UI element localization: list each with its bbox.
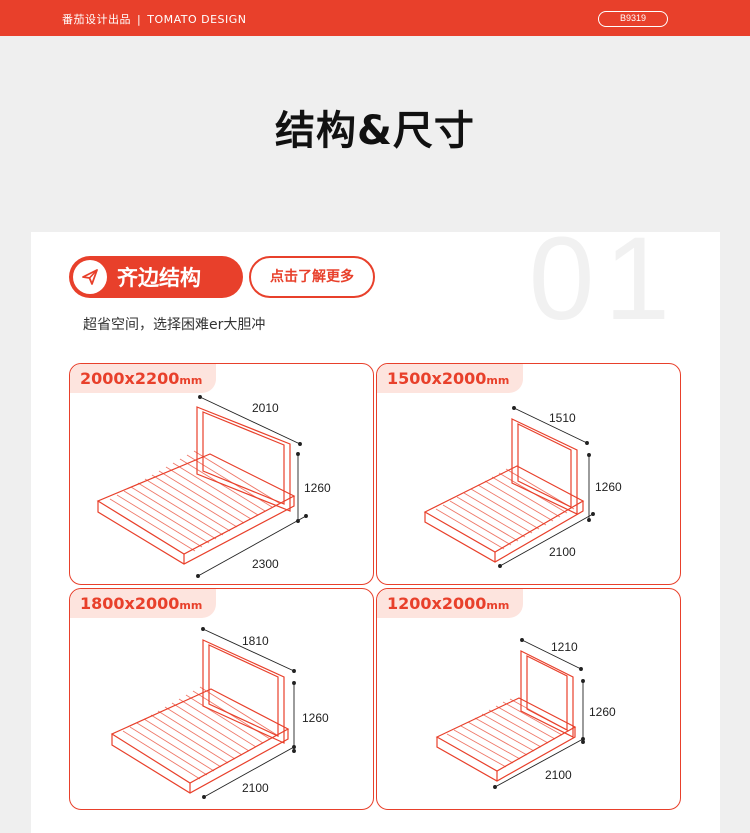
pill-label: 齐边结构 (117, 266, 201, 290)
brand-en: TOMATO DESIGN (147, 13, 247, 26)
learn-more-button[interactable]: 点击了解更多 (249, 256, 375, 298)
bed-height-label: 1260 (302, 711, 329, 725)
bed-height-label: 1260 (304, 481, 331, 495)
bed-size-tag: 1500x2000mm (377, 364, 524, 393)
bed-card: 2000x2200mm (69, 363, 374, 585)
bed-drawing: 1210 1260 2100 (435, 638, 616, 789)
bed-width-label: 1510 (549, 411, 576, 425)
bed-unit: mm (179, 374, 203, 387)
bed-card: 1500x2000mm 1510 (376, 363, 681, 585)
bed-size-tag: 2000x2200mm (70, 364, 217, 393)
bed-width-label: 2010 (252, 401, 279, 415)
bed-height-label: 1260 (595, 480, 622, 494)
brand-cn: 番茄设计出品 (62, 13, 131, 26)
bed-unit: mm (486, 374, 510, 387)
bed-size: 1200x2000 (387, 594, 487, 613)
structure-panel: 01 齐边结构 点击了解更多 超省空间，选择困难er大胆冲 2000x2200m… (31, 220, 720, 833)
section-number: 01 (528, 213, 680, 345)
bed-size: 1800x2000 (80, 594, 180, 613)
bed-length-label: 2100 (549, 545, 576, 559)
bed-size: 1500x2000 (387, 369, 487, 388)
bed-drawing: 2010 1260 2300 (96, 395, 331, 578)
bed-height-label: 1260 (589, 705, 616, 719)
bed-drawing: 1510 1260 2100 (423, 406, 622, 568)
bed-card: 1200x2000mm 1210 1260 (376, 588, 681, 810)
page-title: 结构&尺寸 (275, 108, 475, 154)
bed-length-label: 2300 (252, 557, 279, 571)
bed-size-tag: 1800x2000mm (70, 589, 217, 618)
bed-length-label: 2100 (242, 781, 269, 795)
paper-plane-icon (73, 260, 107, 294)
bed-unit: mm (179, 599, 203, 612)
top-bar: 番茄设计出品 | TOMATO DESIGN B9319 (0, 0, 750, 36)
bed-size-tag: 1200x2000mm (377, 589, 524, 618)
bed-width-label: 1210 (551, 640, 578, 654)
product-code-badge: B9319 (598, 11, 668, 27)
bed-width-label: 1810 (242, 634, 269, 648)
bed-drawing: 1810 1260 2100 (110, 627, 329, 799)
section-pill: 齐边结构 (69, 256, 243, 298)
section-subtitle: 超省空间，选择困难er大胆冲 (83, 317, 266, 333)
bed-size: 2000x2200 (80, 369, 180, 388)
brand-separator: | (137, 13, 142, 26)
bed-card: 1800x2000mm 1810 (69, 588, 374, 810)
bed-unit: mm (486, 599, 510, 612)
brand: 番茄设计出品 | TOMATO DESIGN (62, 11, 247, 27)
bed-length-label: 2100 (545, 768, 572, 782)
